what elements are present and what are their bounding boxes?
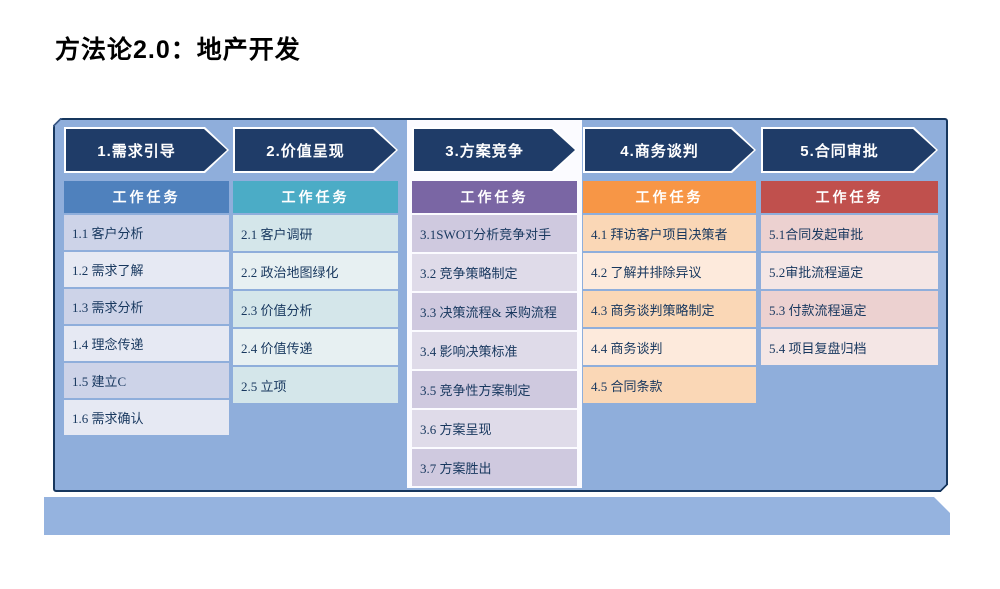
panel-fold-bottom-right xyxy=(937,481,948,492)
task-cell: 1.6 需求确认 xyxy=(64,400,229,435)
task-cell: 5.1合同发起审批 xyxy=(761,215,938,251)
task-cell: 4.4 商务谈判 xyxy=(583,329,756,365)
phase-arrow: 5.合同审批 xyxy=(761,127,938,173)
page-title: 方法论2.0：地产开发 xyxy=(55,36,301,64)
task-cell: 3.1SWOT分析竞争对手 xyxy=(412,215,577,252)
task-cell: 5.2审批流程逼定 xyxy=(761,253,938,289)
task-cell: 3.7 方案胜出 xyxy=(412,449,577,486)
phase-arrow-label: 1.需求引导 xyxy=(66,129,227,171)
phase-arrow: 2.价值呈现 xyxy=(233,127,398,173)
task-cell: 1.1 客户分析 xyxy=(64,215,229,250)
task-cell: 4.5 合同条款 xyxy=(583,367,756,403)
task-cell: 4.3 商务谈判策略制定 xyxy=(583,291,756,327)
task-cell: 4.2 了解并排除异议 xyxy=(583,253,756,289)
phase-arrow: 1.需求引导 xyxy=(64,127,229,173)
task-cell: 2.5 立项 xyxy=(233,367,398,403)
task-cell: 1.4 理念传递 xyxy=(64,326,229,361)
panel-fold-top-left xyxy=(53,118,64,129)
task-cell: 5.3 付款流程逼定 xyxy=(761,291,938,327)
task-cell: 1.3 需求分析 xyxy=(64,289,229,324)
work-tasks-header: 工作任务 xyxy=(233,181,398,213)
work-tasks-header: 工作任务 xyxy=(583,181,756,213)
phase-arrow: 3.方案竞争 xyxy=(412,127,577,173)
task-cell: 1.5 建立C xyxy=(64,363,229,398)
phase-arrow-label: 5.合同审批 xyxy=(763,129,936,171)
task-cell: 1.2 需求了解 xyxy=(64,252,229,287)
bottom-band xyxy=(44,497,950,535)
work-tasks-header: 工作任务 xyxy=(761,181,938,213)
phase-arrow: 4.商务谈判 xyxy=(583,127,756,173)
task-cell: 3.3 决策流程& 采购流程 xyxy=(412,293,577,330)
task-cell: 2.3 价值分析 xyxy=(233,291,398,327)
work-tasks-header: 工作任务 xyxy=(412,181,577,213)
task-cell: 2.4 价值传递 xyxy=(233,329,398,365)
task-cell: 2.1 客户调研 xyxy=(233,215,398,251)
phase-arrow-label: 2.价值呈现 xyxy=(235,129,396,171)
task-cell: 3.5 竞争性方案制定 xyxy=(412,371,577,408)
task-cell: 3.6 方案呈现 xyxy=(412,410,577,447)
task-cell: 3.2 竞争策略制定 xyxy=(412,254,577,291)
task-cell: 3.4 影响决策标准 xyxy=(412,332,577,369)
work-tasks-header: 工作任务 xyxy=(64,181,229,213)
phase-arrow-label: 4.商务谈判 xyxy=(585,129,754,171)
task-cell: 2.2 政治地图绿化 xyxy=(233,253,398,289)
task-cell: 5.4 项目复盘归档 xyxy=(761,329,938,365)
phase-arrow-label: 3.方案竞争 xyxy=(414,129,575,171)
task-cell: 4.1 拜访客户项目决策者 xyxy=(583,215,756,251)
